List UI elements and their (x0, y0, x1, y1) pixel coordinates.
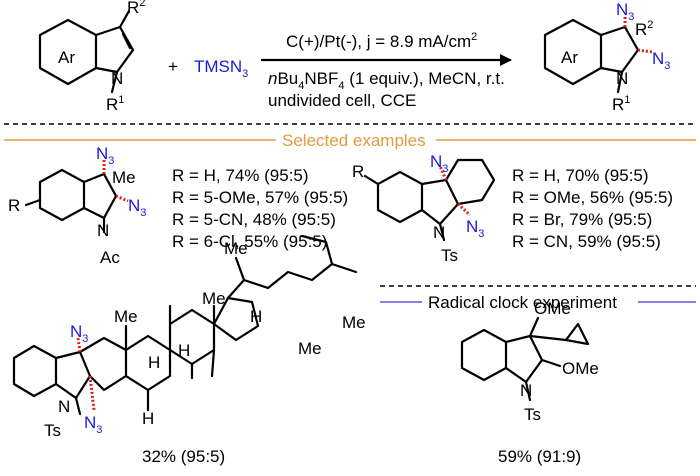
examples-header: Selected examples (282, 131, 426, 150)
radical-clock-ome-top: OMe (534, 299, 571, 318)
example-2-azide-bottom: N3 (466, 217, 484, 240)
conditions-line-2: nBu4NBF4 (1 equiv.), MeCN, r.t. (268, 69, 505, 92)
example-1-results: R = H, 74% (95:5) R = 5-OMe, 57% (95:5) … (172, 166, 348, 251)
steroid-methyl: Me (298, 339, 322, 358)
reagent-tmsn3: TMSN3 (194, 57, 248, 80)
radical-clock-structure: OMe OMe N Ts (460, 299, 599, 424)
example-1-azide-right: N3 (128, 196, 146, 219)
example-2-tosyl: Ts (441, 246, 458, 265)
example-2-nitrogen: N (433, 223, 445, 242)
radical-clock-ome-right: OMe (562, 359, 599, 378)
plus-sign: + (168, 57, 178, 76)
example-1-structure: R N3 Me N3 N Ac (8, 144, 146, 267)
radical-clock-tosyl: Ts (524, 405, 541, 424)
steroid-hydrogen: H (148, 353, 160, 372)
substrate-r2: R2 (127, 0, 145, 17)
example-1-nitrogen: N (97, 221, 109, 240)
example-1-azide-top: N3 (96, 144, 114, 167)
product-azide-right: N3 (652, 49, 670, 72)
example-1-result: R = H, 74% (95:5) (172, 166, 309, 185)
example-2-azide-top: N3 (430, 152, 448, 175)
product-indoline: Ar N3 R2 N3 N R1 (543, 0, 670, 114)
product-ring-label: Ar (561, 48, 578, 67)
steroid-azide-bottom: N3 (84, 413, 102, 436)
example-1-result: R = 5-OMe, 57% (95:5) (172, 188, 348, 207)
example-2-r-substituent: R (352, 162, 364, 181)
steroid-hydrogen: H (142, 409, 154, 428)
steroid-methyl: Me (224, 239, 248, 258)
example-2-result: R = OMe, 56% (95:5) (512, 188, 673, 207)
substrate-ring-label: Ar (58, 48, 75, 67)
steroid-methyl: Me (114, 307, 138, 326)
product-nitrogen: N (616, 69, 628, 88)
product-r2: R2 (635, 19, 653, 39)
radical-clock-nitrogen: N (520, 381, 532, 400)
product-azide-top: N3 (616, 0, 634, 23)
product-r1: R1 (612, 94, 630, 114)
example-2-result: R = Br, 79% (95:5) (512, 210, 652, 229)
conditions-line-3: undivided cell, CCE (268, 91, 416, 110)
steroid-hydrogen: H (250, 307, 262, 326)
substrate-r1: R1 (106, 94, 124, 114)
conditions-line-1: C(+)/Pt(-), j = 8.9 mA/cm2 (286, 31, 477, 51)
example-1-result: R = 6-Cl, 55% (95:5) (172, 232, 327, 251)
substrate-indole: Ar R2 N R1 (38, 0, 145, 114)
example-1-r-substituent: R (8, 196, 20, 215)
example-2-result: R = H, 70% (95:5) (512, 166, 649, 185)
steroid-tosyl: Ts (44, 421, 61, 440)
steroid-nitrogen: N (58, 397, 70, 416)
example-2-result: R = CN, 59% (95:5) (512, 232, 661, 251)
steroid-hydrogen: H (178, 341, 190, 360)
radical-clock-yield: 59% (91:9) (498, 447, 581, 466)
example-1-result: R = 5-CN, 48% (95:5) (172, 210, 336, 229)
steroid-yield: 32% (95:5) (142, 447, 225, 466)
example-1-methyl: Me (112, 168, 136, 187)
example-2-results: R = H, 70% (95:5) R = OMe, 56% (95:5) R … (512, 166, 673, 251)
example-1-acetyl: Ac (100, 248, 120, 267)
steroid-methyl: Me (202, 289, 226, 308)
steroid-azide-top: N3 (70, 322, 88, 345)
example-2-structure: R N3 N3 N Ts (352, 152, 496, 265)
reaction-arrow (260, 54, 512, 66)
steroid-methyl: Me (342, 313, 366, 332)
steroid-example-structure: N3 N3 N Ts Me Me Me Me Me H H H H (12, 234, 366, 440)
substrate-nitrogen: N (111, 69, 123, 88)
radical-clock-title: Radical clock experiment (428, 293, 617, 312)
